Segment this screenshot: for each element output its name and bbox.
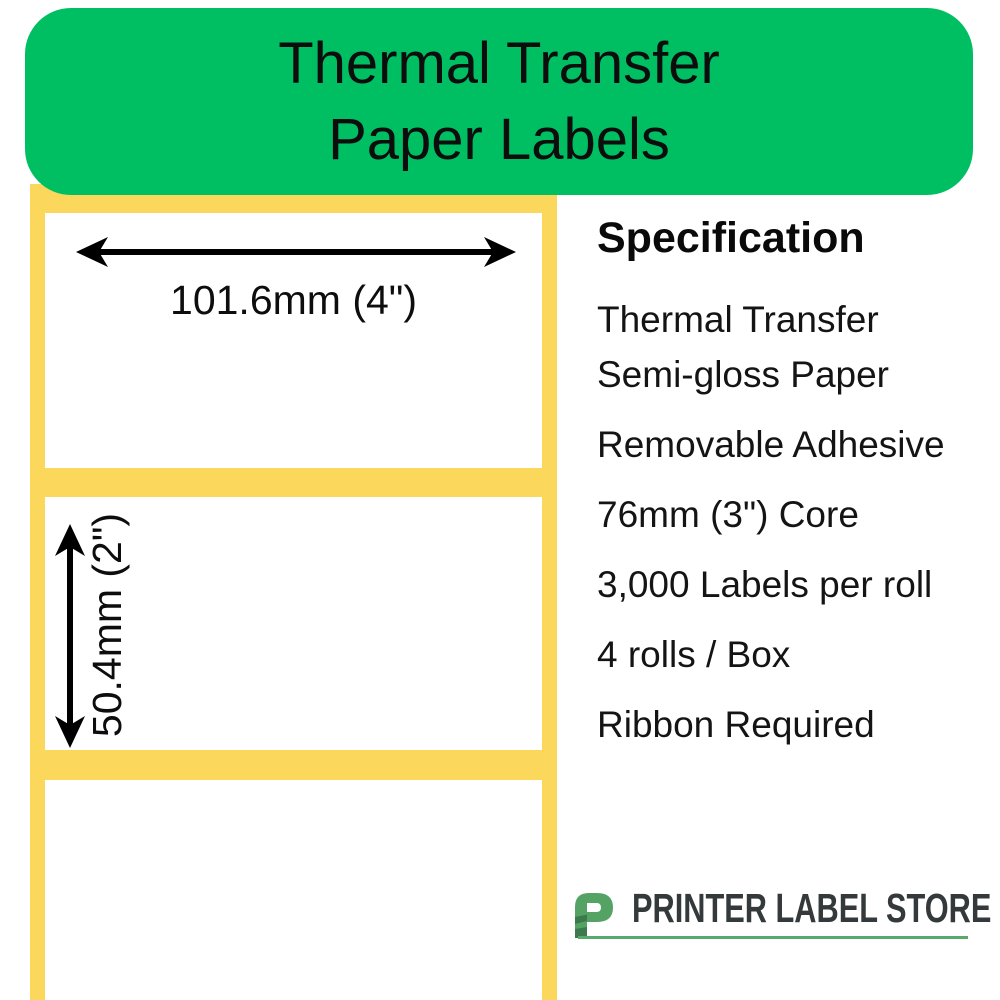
specification-list: Thermal Transfer Semi-gloss Paper Remova… xyxy=(597,292,945,752)
height-arrow-icon xyxy=(55,524,85,748)
label-width-dimension: 101.6mm (4") xyxy=(170,277,417,323)
printer-label-store-logo: PRINTER LABEL STORE xyxy=(570,886,991,942)
spec-item-rolls-per-box: 4 rolls / Box xyxy=(597,634,791,675)
label-blank-2 xyxy=(45,497,542,750)
specification-heading: Specification xyxy=(597,214,865,262)
width-arrow-icon xyxy=(76,237,516,267)
label-blank-3 xyxy=(45,780,542,1000)
spec-item-labels-per-roll: 3,000 Labels per roll xyxy=(597,564,933,605)
label-blank-1 xyxy=(45,213,542,468)
page-title-line-1: Thermal Transfer xyxy=(278,30,720,96)
header-banner: Thermal Transfer Paper Labels xyxy=(25,8,973,195)
spec-item-adhesive: Removable Adhesive xyxy=(597,424,945,465)
page-title-line-2: Paper Labels xyxy=(328,106,670,172)
label-height-dimension: 50.4mm (2") xyxy=(84,512,130,738)
label-roll-strip xyxy=(30,184,557,1000)
spec-item-core: 76mm (3") Core xyxy=(597,494,859,535)
spec-item-ribbon: Ribbon Required xyxy=(597,704,875,745)
logo-wordmark: PRINTER LABEL STORE xyxy=(632,885,992,931)
logo-underline xyxy=(578,936,968,939)
specification-section: Specification Thermal Transfer Semi-glos… xyxy=(597,212,945,752)
spec-item-material: Thermal Transfer Semi-gloss Paper xyxy=(597,299,890,395)
logo-p-icon xyxy=(575,893,613,938)
